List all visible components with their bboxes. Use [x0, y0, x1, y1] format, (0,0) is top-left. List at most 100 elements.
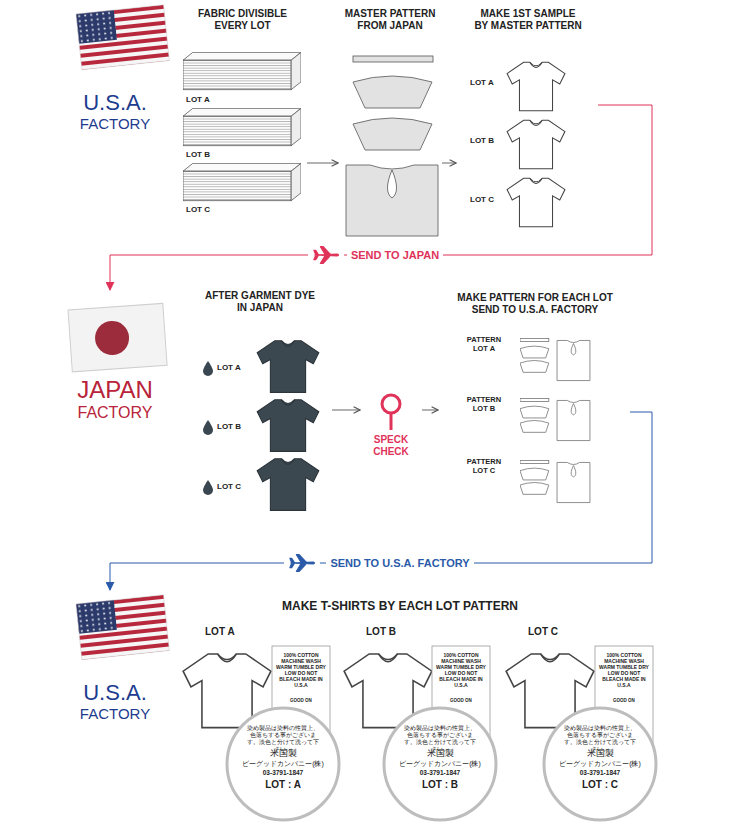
- usa-flag-part: [76, 5, 169, 70]
- care-label-text: 100% COTTON MACHINE WASH WARM TUMBLE DRY…: [598, 652, 650, 688]
- step-heading: MASTER PATTERN FROM JAPAN: [340, 8, 440, 31]
- dye-drop-part: [203, 480, 213, 495]
- sample-tshirt-part: [507, 62, 565, 111]
- magnifier-circle-part: [227, 708, 339, 820]
- edge-label: SEND TO JAPAN: [347, 248, 443, 262]
- dyed-tshirt-part: [257, 400, 319, 452]
- factory-label: U.S.A.FACTORY: [55, 590, 175, 735]
- lot-label: LOT A: [470, 78, 504, 87]
- lot-label: LOT C: [470, 195, 504, 204]
- sample-tshirt-part: [507, 178, 565, 227]
- step-heading: AFTER GARMENT DYE IN JAPAN: [201, 290, 319, 313]
- lot-label: LOT A: [186, 95, 226, 104]
- usa-flag-part: [76, 595, 169, 660]
- country-name: U.S.A.: [83, 90, 147, 115]
- phone-number: 03-3791-1847: [243, 769, 323, 776]
- master-pattern-part: [353, 76, 432, 108]
- country-name: JAPAN: [77, 376, 153, 404]
- company-name: ビーグッドカンパニー(株): [233, 760, 333, 768]
- company-name: ビーグッドカンパニー(株): [390, 760, 490, 768]
- step-heading: FABRIC DIVISIBLE EVERY LOT: [185, 8, 300, 31]
- phone-number: 03-3791-1847: [560, 769, 640, 776]
- step-column: MASTER PATTERN FROM JAPAN: [340, 8, 440, 238]
- country-of-origin: 米国製: [560, 748, 640, 758]
- dyed-tshirt-part: [257, 459, 319, 511]
- flow-connector: [307, 163, 338, 164]
- magnifier-circle: [227, 708, 656, 820]
- step-heading: MAKE T-SHIRTS BY EACH LOT PATTERN: [282, 600, 518, 614]
- phone-number: 03-3791-1847: [400, 769, 480, 776]
- lot-label: LOT A: [205, 626, 249, 638]
- country-name: U.S.A.: [83, 680, 147, 705]
- dye-drop-part: [203, 361, 213, 376]
- flow-connector: [442, 163, 456, 164]
- usa-flag: [76, 595, 169, 660]
- airplane-icon-part: [290, 555, 315, 572]
- lot-code: LOT : A: [243, 779, 323, 791]
- lot-code: LOT : B: [400, 779, 480, 791]
- master-pattern-part: [388, 170, 397, 198]
- step-heading: MAKE PATTERN FOR EACH LOT SEND TO U.S.A.…: [450, 292, 620, 315]
- speck-check-icon-part: [382, 395, 400, 413]
- step-column: FABRIC DIVISIBLE EVERY LOT: [180, 8, 305, 228]
- master-pattern-part: [353, 118, 432, 150]
- lot-label: LOT C: [217, 482, 253, 491]
- sample-tshirt: [507, 62, 565, 227]
- edge-label: SEND TO U.S.A. FACTORY: [326, 556, 473, 570]
- japan-flag-part: [94, 320, 130, 356]
- airplane-icon-part: [308, 244, 344, 266]
- usa-flag-part: [76, 10, 117, 44]
- final-tshirt: [183, 654, 594, 728]
- step-column: AFTER GARMENT DYE IN JAPAN: [190, 290, 330, 515]
- dye-drop-part: [203, 420, 213, 435]
- master-pattern-part: [353, 56, 433, 62]
- country-of-origin: 米国製: [243, 748, 323, 758]
- care-label-text: 100% COTTON MACHINE WASH WARM TUMBLE DRY…: [275, 652, 327, 688]
- lot-label: LOT B: [366, 626, 410, 638]
- master-pattern: [346, 56, 438, 236]
- lot-label: LOT A: [217, 363, 253, 372]
- magnifier-circle-part: [544, 708, 656, 820]
- master-pattern-part: [346, 165, 438, 236]
- dyed-tshirt-part: [257, 341, 319, 393]
- fabric-stack-part: [183, 163, 301, 200]
- flow-connector: [422, 410, 438, 411]
- factory-word: FACTORY: [80, 115, 150, 132]
- factory-label: U.S.A.FACTORY: [55, 8, 175, 148]
- flow-connector: [110, 105, 652, 290]
- lot-label: LOT C: [186, 205, 226, 214]
- check-label: SPECK CHECK: [366, 434, 416, 457]
- lot-label: LOT B: [217, 422, 253, 431]
- usa-flag: [76, 5, 169, 70]
- lot-label: LOT C: [528, 626, 572, 638]
- speck-check-icon-part: [390, 413, 393, 430]
- speck-check-icon: [382, 395, 400, 430]
- airplane-icon-part: [284, 552, 320, 574]
- step-heading: MAKE 1ST SAMPLE BY MASTER PATTERN: [473, 8, 584, 31]
- factory-word: FACTORY: [80, 705, 150, 722]
- fabric-stack-part: [183, 108, 301, 145]
- sample-tshirt-part: [507, 120, 565, 169]
- japan-flag: [68, 303, 167, 371]
- flow-connector: [332, 410, 360, 411]
- lot-pattern-part: [520, 460, 590, 502]
- pattern-lot-label: PATTERN LOT C: [462, 458, 506, 475]
- airplane-icon-part: [314, 247, 339, 264]
- check-step: SPECK CHECK: [362, 390, 420, 465]
- magnifier-circle-part: [384, 708, 496, 820]
- care-label-brand: GOOD ON: [435, 698, 487, 703]
- dyed-tshirt: [257, 341, 319, 511]
- connectors: [110, 105, 652, 590]
- lot-pattern-part: [520, 398, 590, 440]
- lot-pattern-part: [520, 338, 590, 380]
- lot-label: LOT B: [186, 150, 226, 159]
- pattern-lot-label: PATTERN LOT A: [462, 336, 506, 353]
- care-label-brand: GOOD ON: [598, 698, 650, 703]
- country-of-origin: 米国製: [400, 748, 480, 758]
- care-label-text: 100% COTTON MACHINE WASH WARM TUMBLE DRY…: [435, 652, 487, 688]
- factory-word: FACTORY: [78, 404, 153, 422]
- company-name: ビーグッドカンパニー(株): [550, 760, 650, 768]
- usa-flag-part: [76, 5, 169, 70]
